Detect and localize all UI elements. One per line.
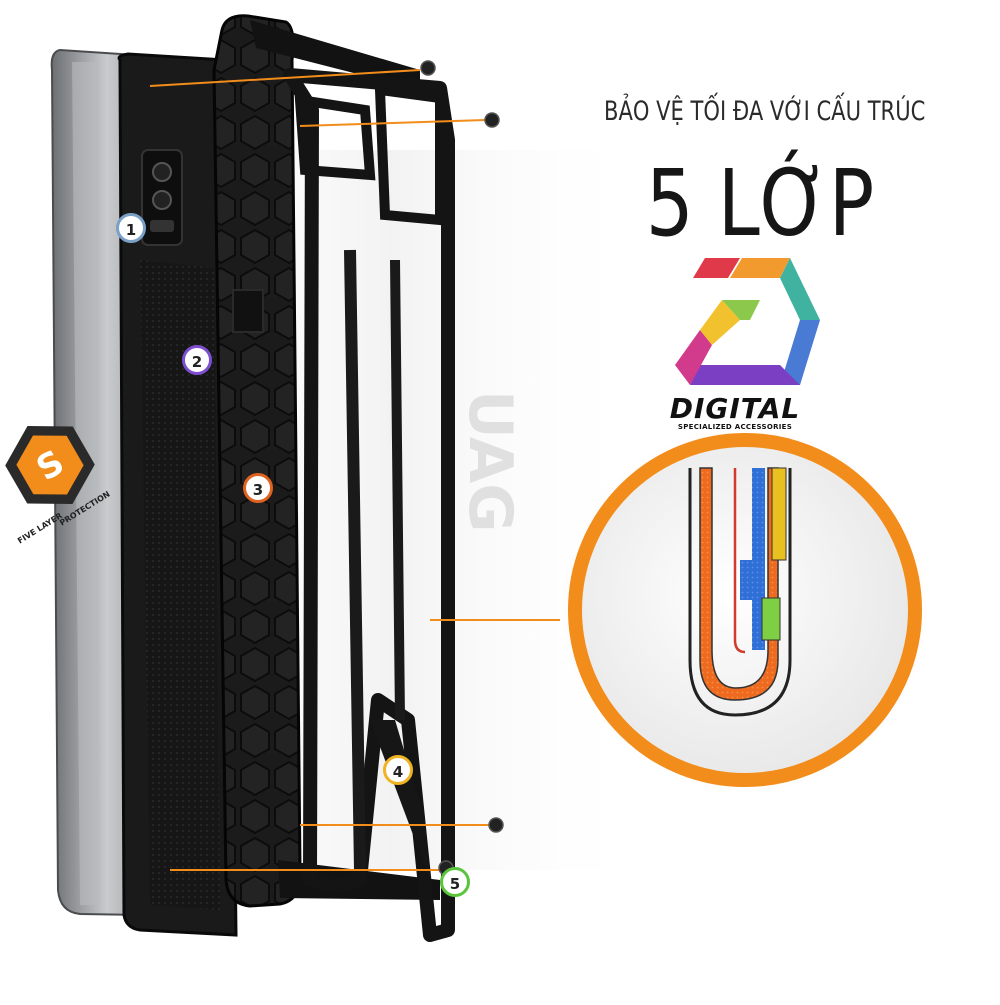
layer-callout-3: 3	[243, 473, 273, 503]
screw-icon	[420, 60, 436, 76]
cross-section-magnifier	[560, 425, 930, 795]
layer-callout-1: 1	[116, 213, 146, 243]
five-layer-badge: S	[5, 426, 95, 504]
uag-logo: UAG	[455, 390, 525, 533]
assembly-lines	[149, 69, 560, 871]
brand-name: DIGITAL	[669, 392, 801, 425]
layer-callout-5: 5	[440, 867, 470, 897]
brand-tagline: SPECIALIZED ACCESSORIES	[677, 423, 793, 431]
layer-callout-4: 4	[383, 755, 413, 785]
screw-icon	[484, 112, 500, 128]
headline-line2: 5 LỚP	[645, 150, 875, 257]
screw-icon	[488, 817, 504, 833]
digital-logo-icon	[675, 258, 820, 385]
back-plate	[117, 52, 238, 937]
headline-line1: BẢO VỆ TỐI ĐA VỚI CẤU TRÚC	[604, 96, 926, 127]
layer-callout-2: 2	[182, 345, 212, 375]
